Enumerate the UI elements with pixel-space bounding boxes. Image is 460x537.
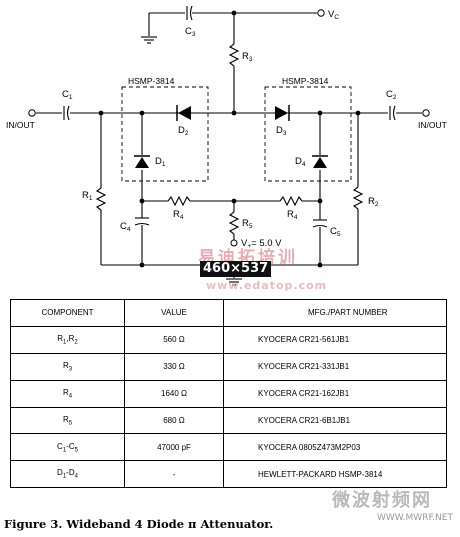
cell-component: C1-C5 (10, 433, 125, 462)
header-value: VALUE (124, 299, 224, 327)
header-part-number: MFG./PART NUMBER (223, 299, 447, 327)
c4-label: C4 (120, 221, 131, 233)
terminal-vc (317, 9, 325, 17)
c5-label: C5 (330, 226, 341, 238)
junction-dots (98, 10, 361, 268)
terminal-in-out-left (28, 109, 36, 117)
r2-label: R2 (368, 196, 379, 208)
cell-value: 680 Ω (124, 406, 224, 435)
c1-label: C1 (62, 89, 73, 101)
dimension-badge: 460×537 (200, 261, 272, 277)
in-out-left-label: IN/OUT (6, 120, 35, 130)
cell-part-number: KYOCERA 0805Z473M2P03 (223, 433, 447, 462)
cell-part-number: HEWLETT-PACKARD HSMP-3814 (223, 460, 447, 489)
cell-part-number: KYOCERA CR21-6B1JB1 (223, 406, 447, 435)
d2-label: D2 (178, 125, 189, 137)
attenuator-schematic: IN/OUT IN/OUT HSMP-3814 HSMP-3814 VC C3 … (6, 5, 447, 286)
diode-d4 (312, 155, 328, 168)
cell-component: R5 (10, 406, 125, 435)
table-header-row: COMPONENT VALUE MFG./PART NUMBER (10, 299, 447, 327)
terminal-in-out-right (422, 109, 430, 117)
hsmp-right-label: HSMP-3814 (282, 76, 329, 86)
cell-value: 1640 Ω (124, 379, 224, 408)
watermark-url-top: www.edatop.com (206, 279, 328, 292)
vplus-label: V+= 5.0 V (241, 238, 282, 250)
in-out-right-label: IN/OUT (418, 120, 447, 130)
figure-caption: Figure 3. Wideband 4 Diode π Attenuator. (4, 517, 274, 531)
cell-component: R1,R2 (10, 325, 125, 354)
diode-d2 (176, 105, 191, 121)
r1-label: R1 (82, 190, 93, 202)
cell-component: D1-D4 (10, 460, 125, 489)
cell-part-number: KYOCERA CR21-331JB1 (223, 352, 447, 381)
cell-component: R3 (10, 352, 125, 381)
cell-value: 560 Ω (124, 325, 224, 354)
r4-right-label: R4 (287, 209, 298, 221)
table-row: D1-D4-HEWLETT-PACKARD HSMP-3814 (10, 460, 447, 489)
d1-label: D1 (155, 156, 166, 168)
hsmp-right-box (264, 86, 352, 182)
cell-part-number: KYOCERA CR21-162JB1 (223, 379, 447, 408)
r3-label: R3 (242, 51, 253, 63)
r4-left-label: R4 (173, 209, 184, 221)
terminal-vplus (230, 239, 238, 247)
c3-label: C3 (185, 26, 196, 38)
d4-label: D4 (295, 156, 306, 168)
hsmp-left-label: HSMP-3814 (128, 76, 175, 86)
c2-label: C2 (386, 89, 397, 101)
cell-value: 330 Ω (124, 352, 224, 381)
cell-value: 47000 pF (124, 433, 224, 462)
hsmp-left-box (121, 86, 209, 182)
d3-label: D3 (276, 125, 287, 137)
diode-d3 (275, 105, 290, 121)
watermark-cn-bottom: 微波射频网 (332, 490, 432, 511)
cell-part-number: KYOCERA CR21-561JB1 (223, 325, 447, 354)
cell-component: R4 (10, 379, 125, 408)
cell-value: - (124, 460, 224, 489)
header-component: COMPONENT (10, 299, 125, 327)
r5-label: R5 (242, 218, 253, 230)
ground-symbol-bottom (226, 278, 242, 286)
ground-symbol-c3 (141, 36, 157, 44)
vc-label: VC (328, 9, 339, 21)
watermark-url-bottom: WWW.MWRF.NET (377, 513, 453, 523)
diode-d1 (134, 155, 150, 168)
